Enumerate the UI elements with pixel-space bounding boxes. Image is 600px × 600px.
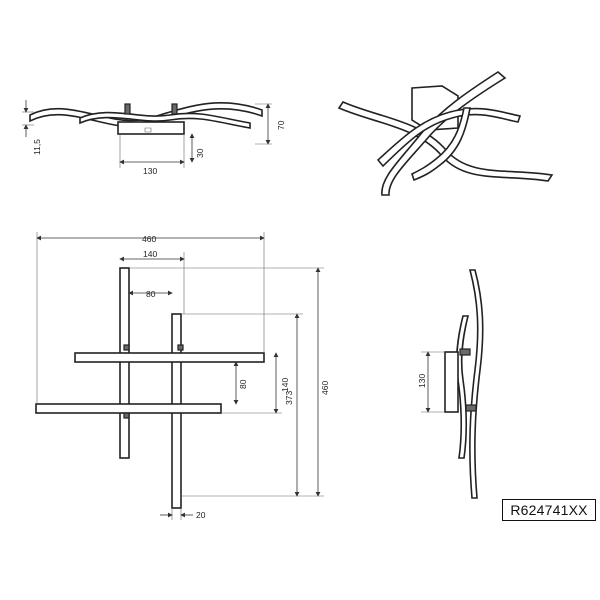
dim-side-height: 70 bbox=[276, 120, 286, 130]
dim-top-overall-width: 460 bbox=[142, 234, 156, 244]
dim-profile-canopy-height: 130 bbox=[417, 374, 427, 388]
perspective-view bbox=[337, 71, 554, 196]
dim-top-vertical-gap: 80 bbox=[238, 379, 248, 389]
product-code: R624741XX bbox=[510, 502, 588, 518]
dim-side-canopy: 30 bbox=[195, 148, 205, 158]
dim-top-inner-width: 140 bbox=[143, 249, 157, 259]
dim-top-offset: 20 bbox=[196, 510, 206, 520]
dim-top-height-2: 373 bbox=[284, 391, 294, 405]
dim-top-gap: 80 bbox=[146, 289, 156, 299]
dim-side-width: 130 bbox=[143, 166, 157, 176]
product-code-box: R624741XX bbox=[502, 499, 596, 521]
profile-view: 130 bbox=[417, 269, 484, 499]
dim-top-height-3: 140 bbox=[280, 378, 290, 392]
top-view: 460 140 80 460 373 140 80 20 bbox=[35, 232, 330, 520]
dim-top-overall-height: 460 bbox=[320, 381, 330, 395]
side-view: 130 70 30 11,5 bbox=[22, 100, 286, 176]
dim-side-tilt: 11,5 bbox=[32, 139, 42, 155]
